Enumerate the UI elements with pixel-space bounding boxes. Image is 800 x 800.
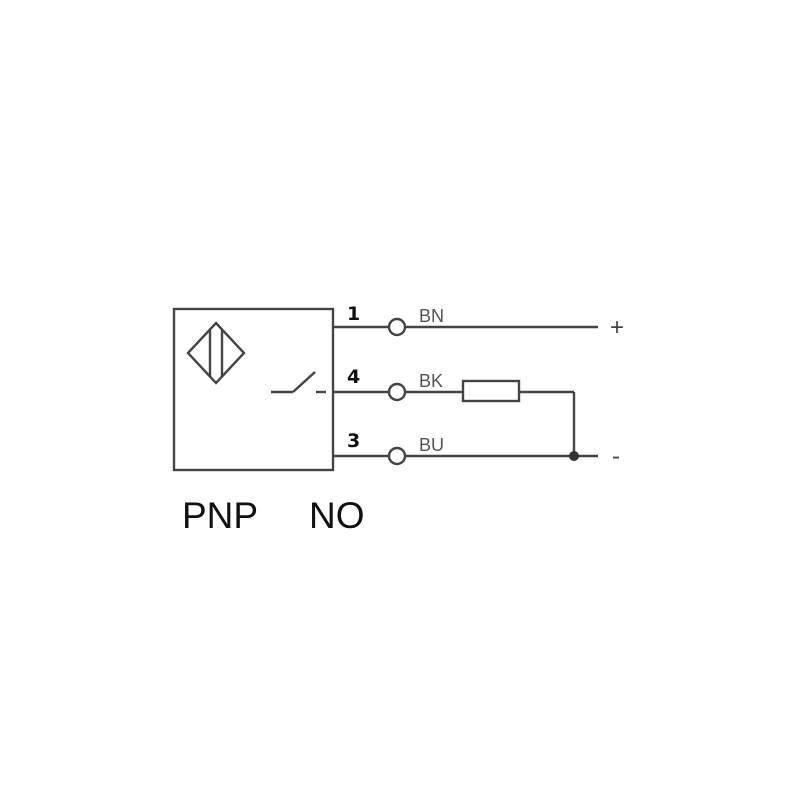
terminal-3 <box>387 446 407 466</box>
contact-type-label: NO <box>309 495 365 536</box>
inductive-sensor-icon <box>186 321 246 385</box>
pin-label-1: 1 <box>347 303 360 325</box>
wire-blue <box>333 446 598 466</box>
wire-label-bn: BN <box>419 306 444 326</box>
terminal-4 <box>387 382 407 402</box>
wire-brown <box>333 317 598 337</box>
junction-dot <box>569 451 579 461</box>
wire-label-bu: BU <box>419 435 444 455</box>
pin-label-3: 3 <box>347 430 360 452</box>
terminal-1 <box>387 317 407 337</box>
output-type-label: PNP <box>182 495 258 536</box>
supply-minus: - <box>612 443 620 470</box>
wire-label-bk: BK <box>419 371 443 391</box>
supply-plus: + <box>610 314 624 341</box>
resistor-icon <box>461 379 521 403</box>
sensor-body <box>172 307 335 472</box>
pin-label-4: 4 <box>347 366 360 388</box>
wire-black <box>333 379 576 456</box>
switch-contact-icon <box>271 371 326 394</box>
